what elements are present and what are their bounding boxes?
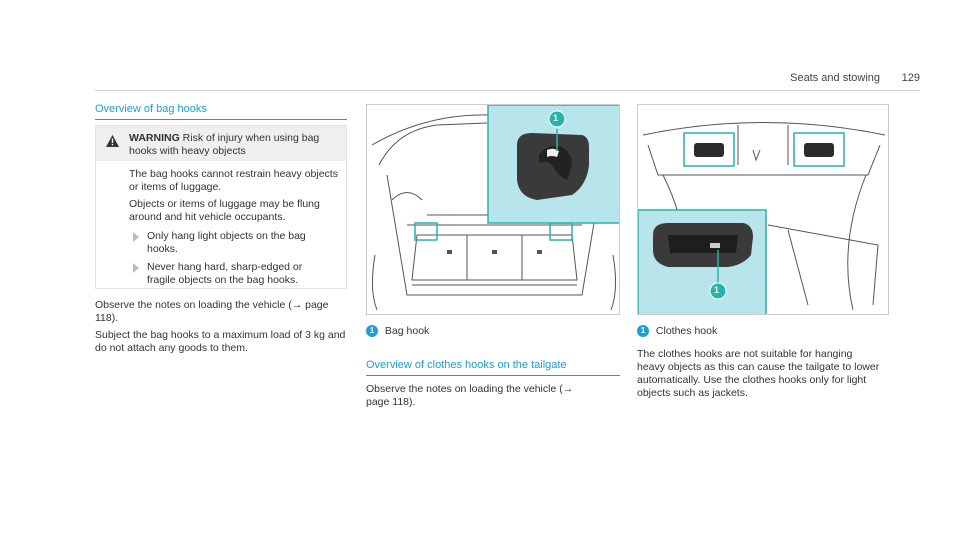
clothes-hooks-title: Overview of clothes hooks on the tailgat… xyxy=(366,359,567,371)
clothes-loading-notes-ref: Observe the notes on loading the vehicle… xyxy=(366,383,574,408)
header-rule xyxy=(95,90,920,91)
figure-callout-number: 1 xyxy=(714,285,720,295)
left-clothes-hook-highlight xyxy=(683,132,735,167)
caption-text: Clothes hook xyxy=(655,325,718,337)
loading-notes-ref: Observe the notes on loading the vehicle… xyxy=(95,299,329,324)
bag-hook-caption: 1 Bag hook xyxy=(366,325,429,338)
warning-paragraph: Objects or items of luggage may be flung… xyxy=(129,198,320,223)
warning-bullet: Only hang light objects on the bag hooks… xyxy=(147,230,306,255)
warning-box: WARNING Risk of injury when using bag ho… xyxy=(95,125,347,289)
page-header: Seats and stowing 129 xyxy=(0,70,960,91)
bullet-arrow-icon xyxy=(133,232,139,242)
trunk-illustration xyxy=(371,105,619,311)
caption-text: Bag hook xyxy=(384,325,430,337)
warning-bullet: Never hang hard, sharp-edged or fragile … xyxy=(147,261,303,286)
callout-badge: 1 xyxy=(637,325,649,338)
page-number: 129 xyxy=(901,72,920,84)
bag-hooks-title-rule xyxy=(95,119,347,120)
max-load-note: Subject the bag hooks to a maximum load … xyxy=(95,329,346,354)
warning-title: WARNING Risk of injury when using bag ho… xyxy=(129,132,339,158)
warning-paragraph: The bag hooks cannot restrain heavy obje… xyxy=(129,168,338,193)
bag-hooks-title: Overview of bag hooks xyxy=(95,103,207,115)
clothes-hook-figure: 1 xyxy=(637,104,889,315)
clothes-hooks-title-rule xyxy=(366,375,620,376)
right-hook-highlight xyxy=(549,222,573,241)
figure-callout-number: 1 xyxy=(553,113,559,123)
callout-badge: 1 xyxy=(366,325,378,338)
warning-icon xyxy=(106,135,119,147)
section-name: Seats and stowing xyxy=(790,72,880,84)
warning-header: WARNING Risk of injury when using bag ho… xyxy=(96,126,346,161)
clothes-hook-description: The clothes hooks are not suitable for h… xyxy=(637,348,880,399)
clothes-hook-caption: 1 Clothes hook xyxy=(637,325,717,338)
warning-label: WARNING xyxy=(129,132,180,144)
tailgate-illustration xyxy=(638,122,886,314)
warning-headline: Risk of injury when using bag hooks with… xyxy=(129,132,320,157)
left-hook-highlight xyxy=(414,222,438,241)
bag-hook-figure: 1 xyxy=(366,104,620,315)
right-clothes-hook-highlight xyxy=(793,132,845,167)
bullet-arrow-icon xyxy=(133,263,139,273)
